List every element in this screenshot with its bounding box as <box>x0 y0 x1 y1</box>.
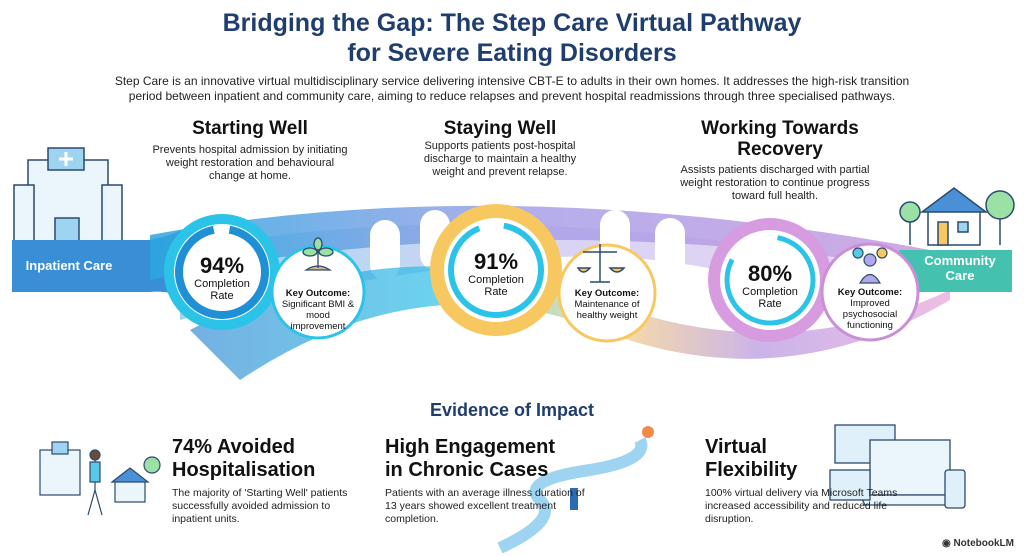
evidence-text: The majority of 'Starting Well' patients… <box>172 487 348 525</box>
pathway-title: Staying Well <box>443 118 557 139</box>
scales-icon <box>576 244 626 283</box>
notebooklm-logo-icon: ◉ <box>941 538 954 549</box>
completion-rate-value: 91% <box>473 249 519 274</box>
intro-text: Step Care is an innovative virtual multi… <box>114 74 910 103</box>
inpatient-care-label: Inpatient Care <box>25 258 113 273</box>
hospital-walking-icon <box>39 441 161 516</box>
winding-path-icon <box>497 426 654 554</box>
completion-rate-label: Completion Rate <box>468 274 524 298</box>
key-outcome: Key Outcome:Improved psychosocial functi… <box>837 287 903 331</box>
pathway-description: Assists patients discharged with partial… <box>680 164 870 202</box>
pathway-1-ring <box>164 214 366 340</box>
devices-icon <box>829 424 966 509</box>
hospital-icon <box>13 147 123 243</box>
evidence-text: 100% virtual delivery via Microsoft Team… <box>705 487 898 525</box>
sprout-icon <box>302 237 334 271</box>
completion-progress-ring <box>175 225 269 319</box>
pathway-description: Prevents hospital admission by initiatin… <box>152 144 348 182</box>
completion-progress-ring <box>724 234 816 326</box>
page-title: Bridging the Gap: The Step Care Virtual … <box>222 9 802 67</box>
inpatient-band <box>12 225 190 300</box>
completion-progress-ring <box>448 222 544 319</box>
key-outcome: Key Outcome:Maintenance of healthy weigh… <box>574 288 640 321</box>
house-icon <box>899 187 1015 246</box>
pathway-description: Supports patients post-hospital discharg… <box>423 140 577 178</box>
completion-rate-value: 94% <box>199 253 245 278</box>
completion-rate-label: Completion Rate <box>742 286 798 310</box>
people-icon <box>852 247 888 284</box>
pathway-2-ring <box>430 204 657 343</box>
notebooklm-watermark: ◉ NotebookLM <box>941 538 1014 549</box>
pathway-3-ring <box>708 218 920 342</box>
evidence-text: Patients with an average illness duratio… <box>385 487 585 525</box>
pathway-title: Working Towards Recovery <box>701 118 859 160</box>
evidence-heading: Evidence of Impact <box>429 400 595 420</box>
completion-rate-label: Completion Rate <box>194 278 250 302</box>
completion-rate-value: 80% <box>747 261 793 286</box>
pathway-title: Starting Well <box>192 118 308 139</box>
key-outcome: Key Outcome:Significant BMI & mood impro… <box>281 288 355 332</box>
